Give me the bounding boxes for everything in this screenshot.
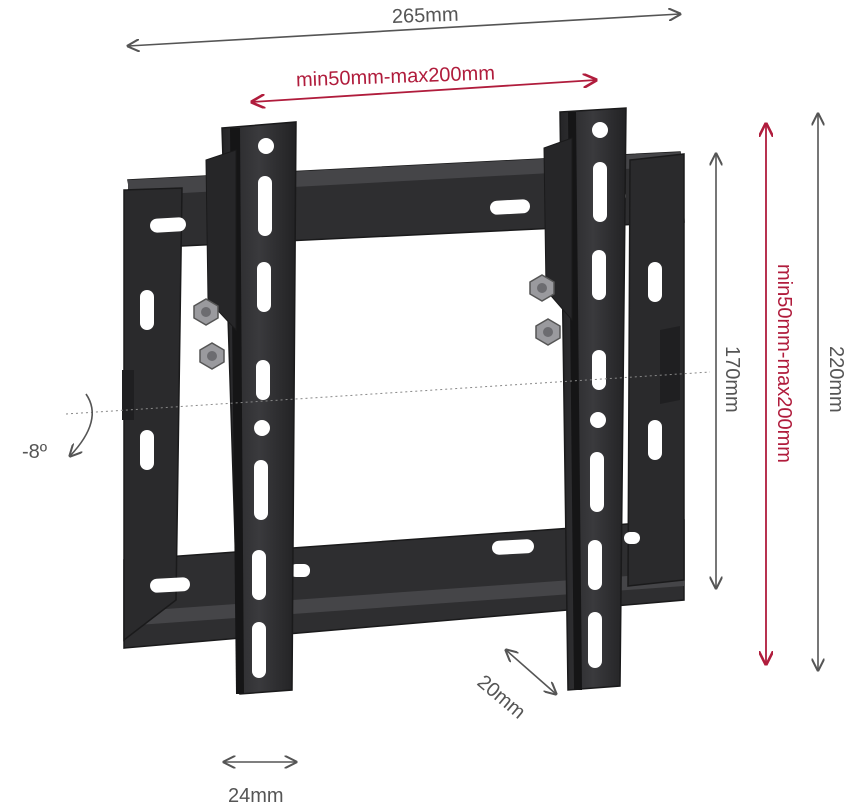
left-arm — [205, 121, 297, 695]
top-width-label: 265mm — [391, 4, 458, 28]
depth-label: 20mm — [473, 671, 530, 724]
tilt-label: -8º — [22, 441, 48, 463]
top-width-dimension-line — [128, 14, 680, 46]
arm-width-label: 24mm — [228, 785, 284, 807]
total-height-label: 220mm — [825, 346, 847, 413]
hex-bolt-icon — [193, 274, 561, 370]
arm-spacing-dimension-line — [252, 80, 596, 102]
arm-height-label: min50mm-max200mm — [773, 264, 795, 463]
right-arm — [543, 107, 627, 691]
curved-arrow-icon — [70, 393, 94, 456]
inner-height-label: 170mm — [721, 346, 743, 413]
arm-spacing-label: min50mm-max200mm — [296, 62, 496, 91]
depth-dimension-line — [506, 650, 556, 694]
